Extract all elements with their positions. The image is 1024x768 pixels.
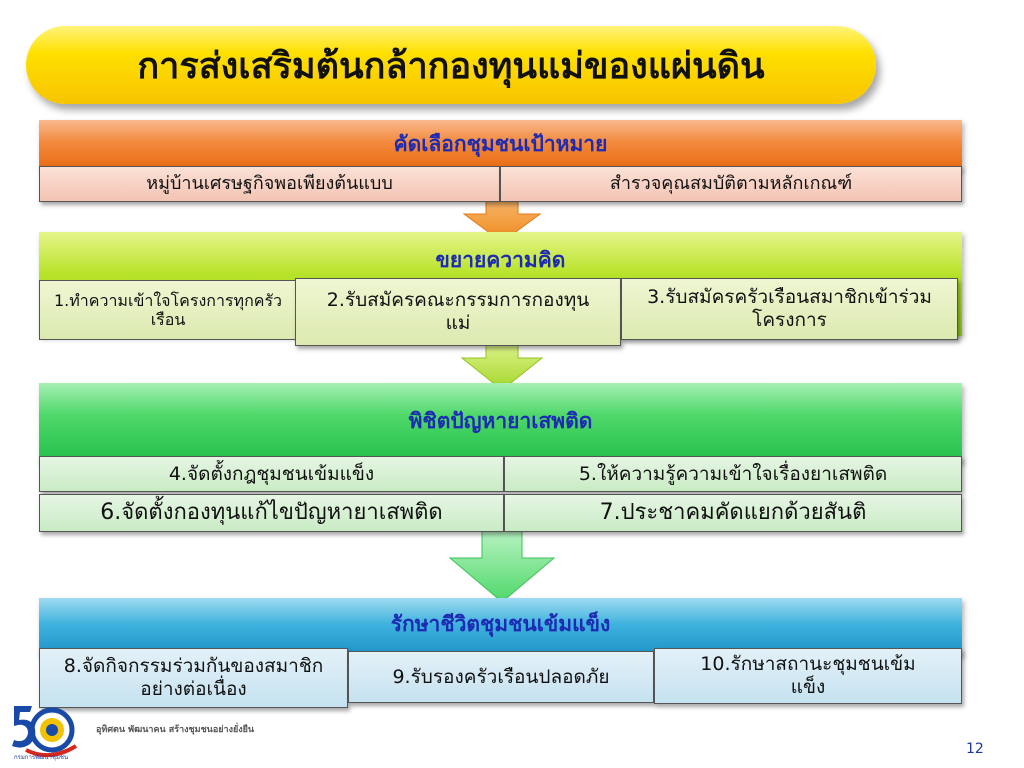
item-box: 4.จัดตั้งกฎชุมชนเข้มแข็ง xyxy=(39,456,504,492)
section-heading: รักษาชีวิตชุมชนเข้มแข็ง xyxy=(390,612,611,636)
section-overcome-drugs: พิชิตปัญหายาเสพติด xyxy=(39,383,962,463)
slide-title: การส่งเสริมต้นกล้ากองทุนแม่ของแผ่นดิน xyxy=(137,45,765,87)
title-pill: การส่งเสริมต้นกล้ากองทุนแม่ของแผ่นดิน xyxy=(26,26,876,104)
item-text: 6.จัดตั้งกองทุนแก้ไขปัญหายาเสพติด xyxy=(100,499,443,525)
section-heading: คัดเลือกชุมชนเป้าหมาย xyxy=(393,132,608,156)
item-text: สำรวจคุณสมบัติตามหลักเกณฑ์ xyxy=(609,173,853,195)
item-text: 7.ประชาคมคัดแยกด้วยสันติ xyxy=(599,499,867,525)
item-box: หมู่บ้านเศรษฐกิจพอเพียงต้นแบบ xyxy=(39,166,500,202)
item-text: 5.ให้ความรู้ความเข้าใจเรื่องยาเสพติด xyxy=(578,462,888,485)
item-box: 1.ทำความเข้าใจโครงการทุกครัวเรือน xyxy=(39,280,297,340)
item-box: 3.รับสมัครครัวเรือนสมาชิกเข้าร่วมโครงการ xyxy=(621,278,958,340)
item-box: 10.รักษาสถานะชุมชนเข้มแข็ง xyxy=(654,648,962,704)
section-heading: พิชิตปัญหายาเสพติด xyxy=(408,409,593,433)
item-text: 3.รับสมัครครัวเรือนสมาชิกเข้าร่วมโครงการ xyxy=(647,286,932,331)
item-box: 8.จัดกิจกรรมร่วมกันของสมาชิกอย่างต่อเนื่… xyxy=(39,648,348,708)
item-box: 7.ประชาคมคัดแยกด้วยสันติ xyxy=(504,494,962,532)
section-select-target-community: คัดเลือกชุมชนเป้าหมาย xyxy=(39,120,962,170)
item-box: 6.จัดตั้งกองทุนแก้ไขปัญหายาเสพติด xyxy=(39,494,504,532)
arrow-down-icon xyxy=(448,530,556,602)
item-box: 2.รับสมัครคณะกรรมการกองทุนแม่ xyxy=(295,278,621,346)
item-box: สำรวจคุณสมบัติตามหลักเกณฑ์ xyxy=(500,166,962,202)
section-maintain-strong-community: รักษาชีวิตชุมชนเข้มแข็ง xyxy=(39,598,962,656)
item-text: 10.รักษาสถานะชุมชนเข้มแข็ง xyxy=(700,653,916,698)
item-text: 2.รับสมัครคณะกรรมการกองทุนแม่ xyxy=(326,289,590,334)
item-text: 1.ทำความเข้าใจโครงการทุกครัวเรือน xyxy=(53,290,283,329)
item-text: 8.จัดกิจกรรมร่วมกันของสมาชิกอย่างต่อเนื่… xyxy=(63,655,324,700)
section-heading: ขยายความคิด xyxy=(435,248,566,272)
org-name: กรมการพัฒนาชุมชน xyxy=(14,754,69,761)
item-box: 9.รับรองครัวเรือนปลอดภัย xyxy=(348,651,654,703)
page-number: 12 xyxy=(966,741,984,757)
item-text: 4.จัดตั้งกฎชุมชนเข้มแข็ง xyxy=(168,462,375,485)
item-text: หมู่บ้านเศรษฐกิจพอเพียงต้นแบบ xyxy=(146,173,393,195)
org-slogan: อุทิศตน พัฒนาคน สร้างชุมชนอย่างยั่งยืน xyxy=(96,725,255,735)
department-50-year-logo-icon xyxy=(12,706,78,758)
item-box: 5.ให้ความรู้ความเข้าใจเรื่องยาเสพติด xyxy=(504,456,962,492)
item-text: 9.รับรองครัวเรือนปลอดภัย xyxy=(392,665,610,688)
